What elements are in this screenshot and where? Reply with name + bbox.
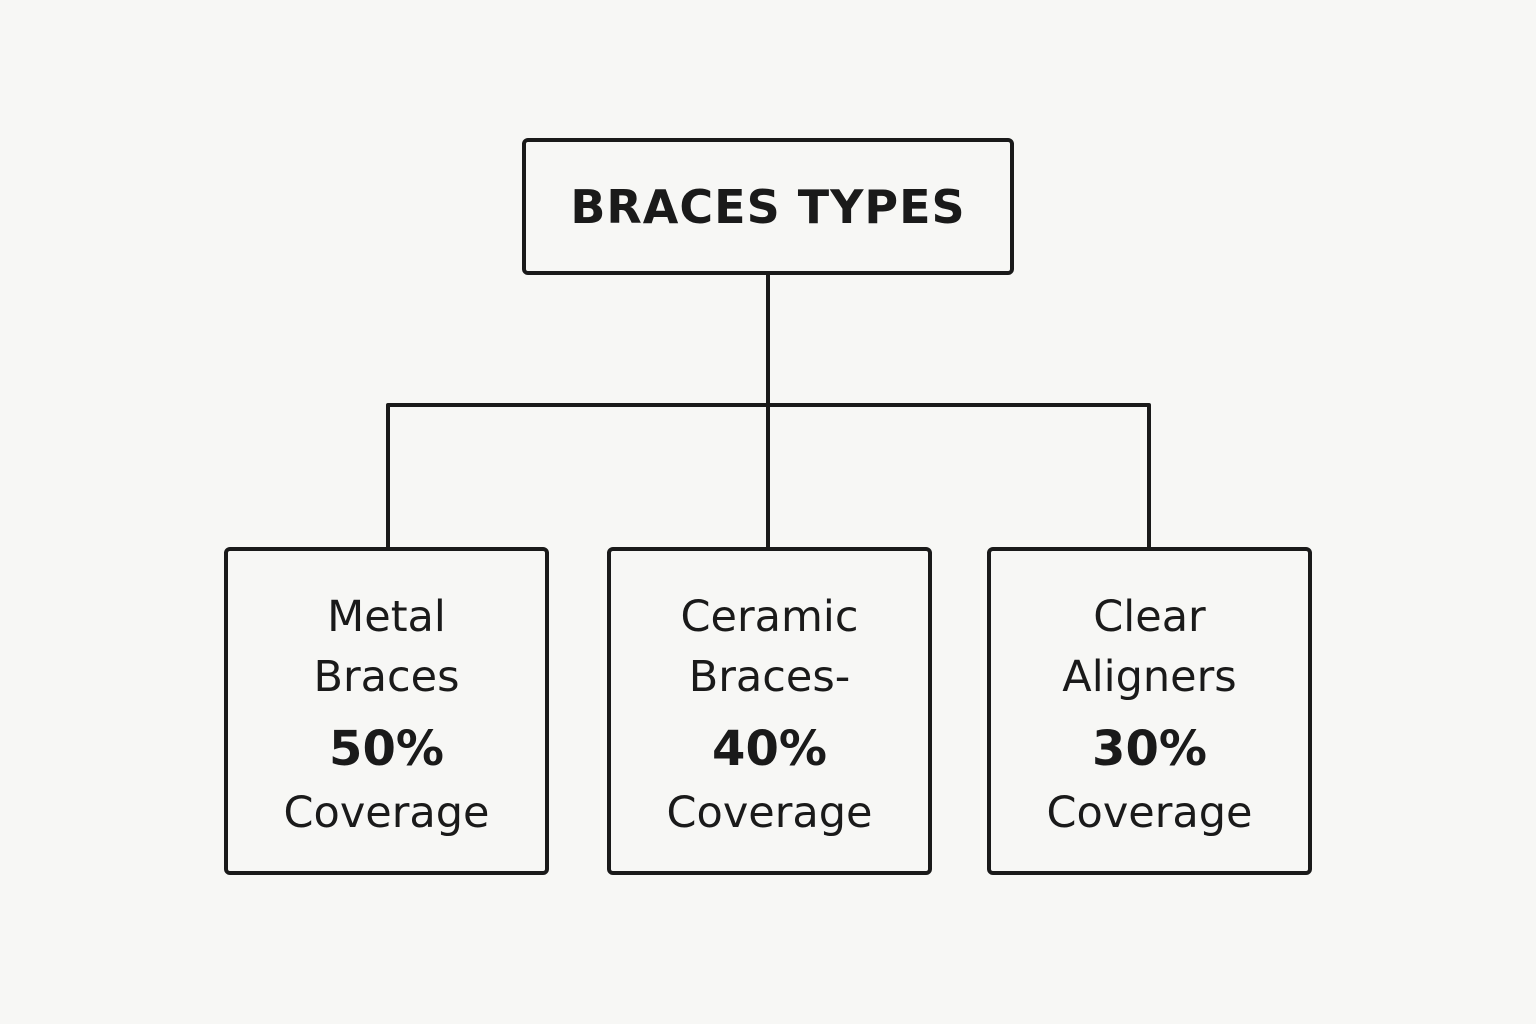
node-percent: 40%: [712, 721, 827, 777]
node-ceramic-braces: Ceramic Braces- 40% Coverage: [607, 547, 932, 875]
node-clear-aligners: Clear Aligners 30% Coverage: [987, 547, 1312, 875]
node-name-line-1: Metal: [327, 592, 446, 642]
node-caption: Coverage: [1046, 788, 1253, 838]
node-percent: 50%: [329, 721, 444, 777]
root-title: BRACES TYPES: [570, 179, 966, 234]
node-name-line-2: Aligners: [1062, 652, 1237, 702]
node-metal-braces: Metal Braces 50% Coverage: [224, 547, 549, 875]
node-name-line-2: Braces-: [688, 652, 851, 702]
node-name-line-2: Braces: [313, 652, 460, 702]
root-node: BRACES TYPES: [522, 138, 1014, 275]
node-caption: Coverage: [666, 788, 873, 838]
node-name-line-1: Clear: [1093, 592, 1206, 642]
node-percent: 30%: [1092, 721, 1207, 777]
node-name-line-1: Ceramic: [680, 592, 859, 642]
node-caption: Coverage: [283, 788, 490, 838]
